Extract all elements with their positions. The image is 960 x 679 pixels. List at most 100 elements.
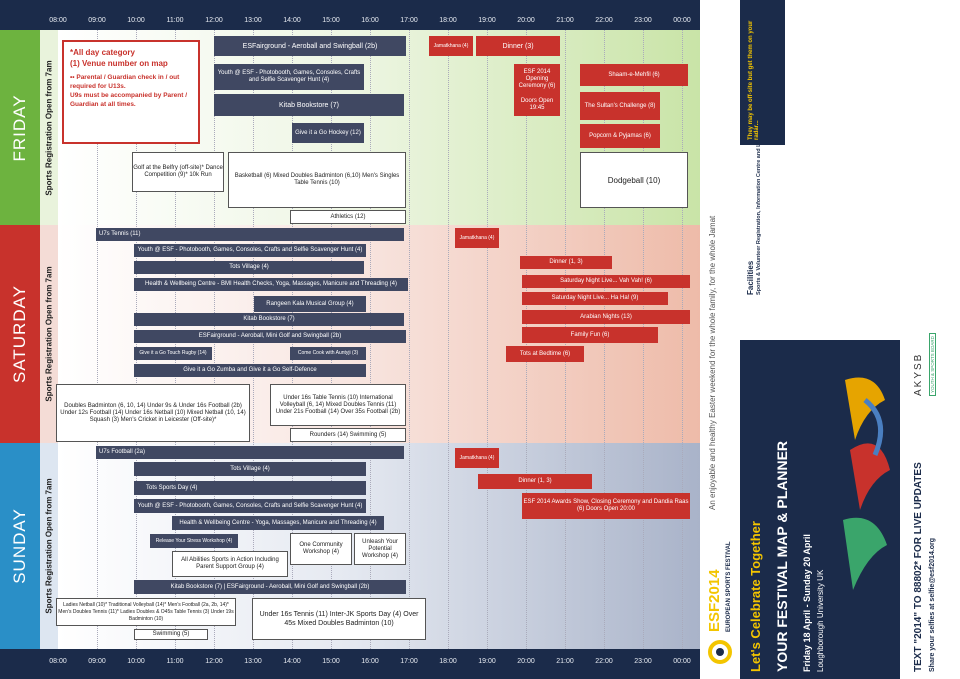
event-block[interactable]: Release Your Stress Workshop (4) [150, 534, 238, 548]
event-block[interactable]: Ladies Netball (10)* Traditional Volleyb… [56, 598, 236, 626]
event-block[interactable]: One Community Workshop (4) [290, 533, 352, 565]
time-tick: 17:00 [400, 17, 418, 24]
event-block[interactable]: Saturday Night Live... Vah Vah! (6) [522, 275, 690, 288]
tagline: An enjoyable and healthy Easter weekend … [708, 215, 717, 510]
event-block[interactable]: Saturday Night Live... Ha Ha! (9) [522, 292, 668, 305]
event-block[interactable]: Rounders (14) Swimming (5) [290, 428, 406, 442]
event-block[interactable]: Dinner (3) [476, 36, 560, 56]
registration-text: Sports Registration Open from 7am [44, 266, 54, 402]
day-name: FRIDAY [10, 93, 29, 162]
time-tick: 10:00 [127, 658, 145, 665]
legend-line: U9s must be accompanied by Parent / Guar… [70, 92, 188, 108]
feature-area: Let's Celebrate Together YOUR FESTIVAL M… [740, 340, 900, 679]
event-block[interactable]: Kitab Bookstore (7) [214, 94, 404, 116]
legend-line: *All day category [70, 48, 135, 57]
time-tick: 10:00 [127, 17, 145, 24]
dates-text: Friday 18 April - Sunday 20 April [802, 534, 812, 672]
time-tick: 08:00 [49, 17, 67, 24]
logo-year: ESF2014 [706, 569, 723, 632]
event-block[interactable]: Family Fun (6) [522, 327, 658, 343]
event-block[interactable]: Youth @ ESF - Photobooth, Games, Console… [214, 64, 364, 90]
offsite-box: They may be off-site but get them on you… [740, 0, 785, 145]
event-block[interactable]: Arabian Nights (13) [522, 310, 690, 324]
event-block[interactable]: Health & Wellbeing Centre - Yoga, Massag… [172, 516, 384, 530]
time-tick: 12:00 [205, 17, 223, 24]
event-block[interactable]: Athletics (12) [290, 210, 406, 224]
event-block[interactable]: ESFairground - Aeroball, Mini Golf and S… [134, 330, 406, 343]
registration-text: Sports Registration Open from 7am [44, 478, 54, 614]
event-block[interactable]: Golf at the Belfry (off-site)* Dance Com… [132, 152, 224, 192]
event-block[interactable]: Give it a Go Hockey (12) [292, 123, 364, 143]
time-tick: 16:00 [361, 17, 379, 24]
event-block[interactable]: Jamatkhana (4) [455, 448, 499, 468]
time-tick: 13:00 [244, 17, 262, 24]
registration-sunday: Sports Registration Open from 7am [40, 443, 58, 649]
time-tick: 18:00 [439, 658, 457, 665]
event-block[interactable]: U7s Tennis (11) [96, 228, 404, 241]
event-block[interactable]: Tots Village (4) [134, 261, 364, 274]
top-time-bar [0, 0, 700, 30]
event-block[interactable]: Come Cook with Auntyji (3) [290, 347, 366, 360]
event-block[interactable]: Dodgeball (10) [580, 152, 688, 208]
event-block[interactable]: Under 16s Table Tennis (10) Internationa… [270, 384, 406, 426]
event-block[interactable]: Jamatkhana (4) [455, 228, 499, 248]
time-tick: 12:00 [205, 658, 223, 665]
event-block[interactable]: Kitab Bookstore (7) [134, 313, 404, 326]
event-block[interactable]: Rangeen Kala Musical Group (4) [254, 296, 366, 312]
logo-sub: EUROPEAN SPORTS FESTIVAL [726, 541, 732, 632]
event-block[interactable]: The Sultan's Challenge (8) [580, 92, 660, 120]
time-tick: 13:00 [244, 658, 262, 665]
event-block[interactable]: Unleash Your Potential Workshop (4) [354, 533, 406, 565]
event-block[interactable]: Shaam-e-Mehfil (6) [580, 64, 688, 86]
time-tick: 22:00 [595, 658, 613, 665]
time-tick: 23:00 [634, 658, 652, 665]
registration-text: Sports Registration Open from 7am [44, 59, 54, 196]
day-name: SATURDAY [10, 284, 29, 384]
time-tick: 11:00 [166, 17, 184, 24]
event-block[interactable]: Dinner (1, 3) [520, 256, 612, 269]
event-block[interactable]: Youth @ ESF - Photobooth, Games, Console… [134, 499, 366, 513]
event-block[interactable]: Popcorn & Pyjamas (6) [580, 124, 660, 148]
event-block[interactable]: Tots Village (4) [134, 462, 366, 476]
event-block[interactable]: All Abilities Sports in Action Including… [172, 551, 288, 577]
time-tick: 20:00 [517, 658, 535, 665]
time-tick: 19:00 [478, 17, 496, 24]
event-block[interactable]: Doubles Badminton (6, 10, 14) Under 9s &… [56, 384, 250, 442]
event-block[interactable]: Tots Sports Day (4) [134, 481, 366, 495]
event-block[interactable]: Kitab Bookstore (7) | ESFairground - Aer… [134, 580, 406, 594]
event-block[interactable]: Under 16s Tennis (11) Inter-JK Sports Da… [252, 598, 426, 640]
event-block[interactable]: Swimming (5) [134, 629, 208, 640]
time-tick: 00:00 [673, 658, 691, 665]
event-block[interactable]: Dinner (1, 3) [478, 474, 592, 489]
event-block[interactable]: ESF 2014 Opening Ceremony (6) [514, 64, 560, 94]
time-tick: 18:00 [439, 17, 457, 24]
event-block[interactable]: Youth @ ESF - Photobooth, Games, Console… [134, 244, 366, 257]
time-tick: 14:00 [283, 17, 301, 24]
event-block[interactable]: Give it a Go Zumba and Give it a Go Self… [134, 364, 366, 377]
time-tick: 17:00 [400, 658, 418, 665]
legend-note: *All day category (1) Venue number on ma… [62, 40, 200, 144]
event-block[interactable]: Give it a Go Touch Rugby (14) [134, 347, 212, 360]
athletes-illustration [843, 377, 890, 590]
registration-friday: Sports Registration Open from 7am [40, 30, 58, 225]
time-tick: 21:00 [556, 658, 574, 665]
time-tick: 20:00 [517, 17, 535, 24]
event-block[interactable]: Basketball (6) Mixed Doubles Badminton (… [228, 152, 406, 208]
legend-line: •• Parental / Guardian check in / out re… [70, 74, 180, 90]
time-tick: 23:00 [634, 17, 652, 24]
event-block[interactable]: Tots at Bedtime (6) [506, 346, 584, 362]
event-block[interactable]: Jamatkhana (4) [429, 36, 473, 56]
day-label-sunday: SUNDAY [0, 443, 40, 649]
time-tick: 14:00 [283, 658, 301, 665]
event-block[interactable]: U7s Football (2a) [96, 446, 404, 459]
day-label-saturday: SATURDAY [0, 225, 40, 443]
time-tick: 09:00 [88, 658, 106, 665]
time-tick: 22:00 [595, 17, 613, 24]
event-block[interactable]: ESF 2014 Awards Show, Closing Ceremony a… [522, 493, 690, 519]
event-block[interactable]: Doors Open 19:45 [514, 94, 560, 116]
event-block[interactable]: Health & Wellbeing Centre - BMI Health C… [134, 278, 408, 291]
event-block[interactable]: ESFairground - Aeroball and Swingball (2… [214, 36, 406, 56]
offsite-text: They may be off-site but get them on you… [748, 20, 760, 140]
legend-line: (1) Venue number on map [70, 59, 168, 68]
time-tick: 16:00 [361, 658, 379, 665]
